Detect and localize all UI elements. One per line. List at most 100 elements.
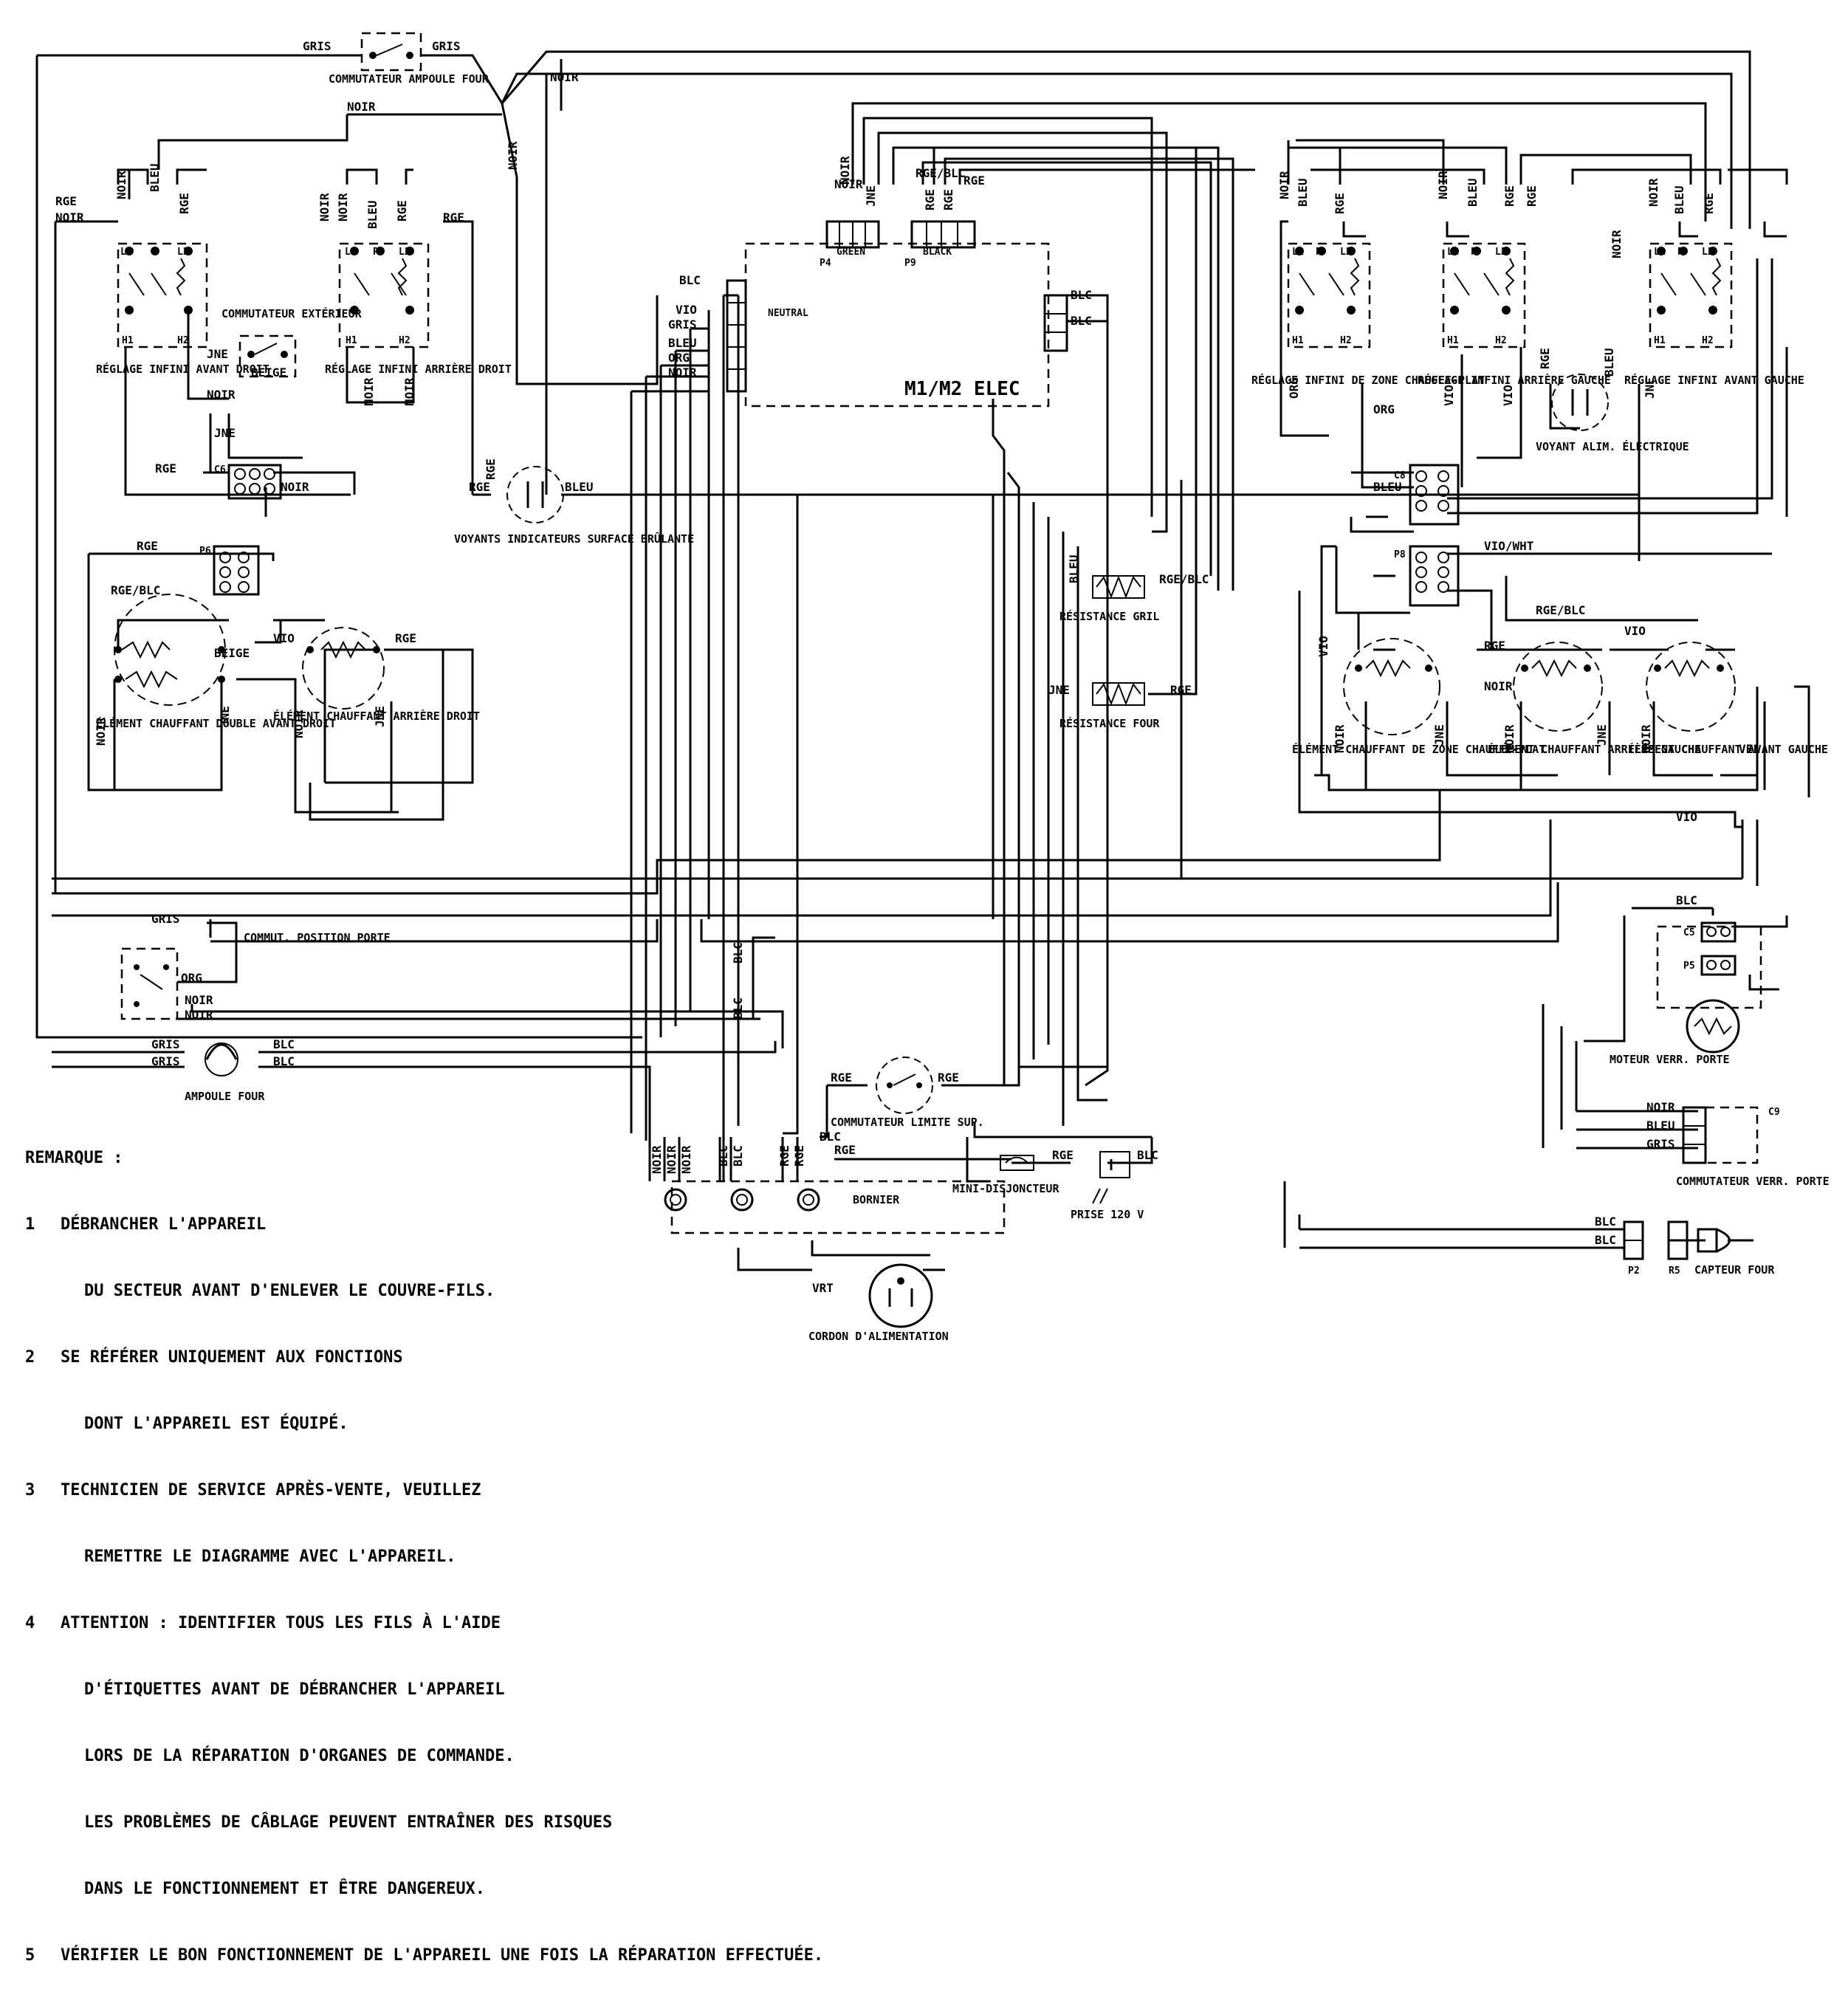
terminal-label: L2 <box>1340 247 1352 258</box>
connector-c8 <box>1409 464 1460 526</box>
wire-label: BLC <box>273 1054 295 1068</box>
wire-label: BLC <box>1071 314 1092 328</box>
terminal-label: L2 <box>177 247 189 258</box>
wire-label: NOIR <box>668 365 697 379</box>
wire-label: BLEU <box>365 200 379 229</box>
remark-line: REMETTRE LE DIAGRAMME AVEC L'APPAREIL. <box>84 1547 456 1566</box>
controller-title: M1/M2 ELEC <box>904 378 1020 400</box>
wire-label: NOIR <box>1646 178 1660 207</box>
remark-line: ATTENTION : IDENTIFIER TOUS LES FILS À L… <box>61 1614 501 1632</box>
wire-label: GRIS <box>432 39 461 53</box>
wire-label: VIO <box>1676 810 1697 824</box>
terminal-label: H1 <box>1654 335 1666 346</box>
wire-label: GRIS <box>151 1037 180 1051</box>
wire-label: NOIR <box>185 993 213 1007</box>
wire-label: RGE <box>395 200 409 221</box>
wire-label: BLEU <box>1602 348 1616 377</box>
wiring-diagram-canvas: M1/M2 ELEC GRIS GRIS NOIR NOIR RGE NOIR … <box>35 32 1830 1343</box>
wire-label: NOIR <box>1277 171 1291 199</box>
terminal-label: P <box>373 247 379 258</box>
connector-p3 <box>1682 1106 1707 1164</box>
element-rear-left-symbol <box>1513 642 1603 732</box>
wiring-diagram: M1/M2 ELEC GRIS GRIS NOIR NOIR RGE NOIR … <box>35 32 1830 1343</box>
wire-label: RGE/BLC <box>916 166 965 180</box>
connector-p5-left <box>726 279 747 393</box>
terminal-label: P <box>1316 247 1322 258</box>
door-lock-switch-label: COMMUTATEUR VERR. PORTE <box>1676 1175 1830 1188</box>
wire-label: RGE <box>1702 193 1716 214</box>
oven-light-switch-symbol <box>369 44 413 59</box>
remark-line: D'ÉTIQUETTES AVANT DE DÉBRANCHER L'APPAR… <box>84 1680 505 1699</box>
control-box-front-left <box>1649 242 1733 348</box>
wire-label: BLEU <box>1296 178 1310 207</box>
remark-line: DÉBRANCHER L'APPAREIL <box>61 1215 267 1234</box>
wire-label: GRIS <box>303 39 332 53</box>
wire-label: RGE <box>834 1143 856 1157</box>
wire-label: VIO/WHT <box>1484 539 1533 553</box>
broil-resistor-symbol <box>1092 575 1145 599</box>
labels: M1/M2 ELEC GRIS GRIS NOIR NOIR RGE NOIR … <box>55 39 1830 1343</box>
wire-label: BLEU <box>1373 480 1402 494</box>
element-rear-right-symbol <box>302 627 385 710</box>
terminal-label: H1 <box>122 335 134 346</box>
wire-label: RGE <box>792 1145 806 1167</box>
wire-label: RGE/BLC <box>1159 572 1209 586</box>
wire-label: BLC <box>679 273 701 287</box>
wire-label: BLEU <box>148 163 162 192</box>
wire-label: RGE <box>941 189 955 210</box>
warming-zone-element-label: ÉLÉMENT CHAUFFANT DE ZONE CHAUFFE-PLAT <box>1292 742 1545 756</box>
connector-blocks <box>213 220 1737 1260</box>
wire-label: BLC <box>820 1130 841 1144</box>
terminal-label: L2 <box>399 247 411 258</box>
wire-label: RGE <box>1052 1148 1074 1162</box>
wire-label: ORG <box>1373 402 1395 416</box>
broil-resistor-label: RÉSISTANCE GRIL <box>1059 609 1159 623</box>
connector-label: C8 <box>1394 470 1406 481</box>
terminal-label: H2 <box>177 335 189 346</box>
terminal-label: P <box>1471 247 1477 258</box>
connector-label: P2 <box>1628 1265 1640 1277</box>
connector-label: C6 <box>214 464 226 475</box>
bake-resistor-label: RÉSISTANCE FOUR <box>1059 716 1160 730</box>
wire-label: NOIR <box>1436 171 1450 199</box>
wire-label: VIO <box>676 303 697 317</box>
connector-p5-motor <box>1700 955 1737 976</box>
wire-label: NOIR <box>664 1145 679 1174</box>
wire-label: BLEU <box>1646 1119 1675 1133</box>
wire-label: VRT <box>812 1281 834 1295</box>
connector-name-black: BLACK <box>923 247 952 258</box>
wire-label: RGE <box>395 631 416 645</box>
high-limit-switch-label: COMMUTATEUR LIMITE SUP. <box>831 1116 984 1129</box>
front-left-control-label: RÉGLAGE INFINI AVANT GAUCHE <box>1624 373 1804 387</box>
terminal-label: H2 <box>1495 335 1507 346</box>
oven-sensor-symbol <box>1697 1228 1753 1253</box>
terminal-label: P <box>151 247 157 258</box>
connector-label: P4 <box>820 258 831 269</box>
terminal-label: H1 <box>1447 335 1459 346</box>
connector-p9-black <box>910 220 976 249</box>
wire-label: BLEU <box>1466 178 1480 207</box>
wire-label: NOIR <box>1502 724 1516 753</box>
connector-c5 <box>1700 921 1737 943</box>
wire-label: JNE <box>864 185 878 207</box>
wire-label: NOIR <box>347 100 376 114</box>
power-cord-symbol <box>868 1263 933 1328</box>
connector-name-green: GREEN <box>837 247 865 258</box>
wire-label: BEIGE <box>214 646 250 660</box>
terminal-label: L2 <box>1495 247 1507 258</box>
wire-label: RGE <box>1538 348 1552 369</box>
wire-label: NOIR <box>281 480 309 494</box>
terminal-label: H2 <box>1702 335 1714 346</box>
wire-label: VIO <box>1624 624 1646 638</box>
wire-label: GRIS <box>151 912 180 926</box>
element-front-left-symbol <box>1646 642 1736 732</box>
wire-label: RGE <box>55 194 77 208</box>
wire-label: NOIR <box>114 171 128 199</box>
control-box-front-right <box>117 242 208 348</box>
wire-label: JNE <box>1595 724 1609 746</box>
wire-label: RGE <box>1502 185 1516 207</box>
wire-label: BLEU <box>565 480 594 494</box>
